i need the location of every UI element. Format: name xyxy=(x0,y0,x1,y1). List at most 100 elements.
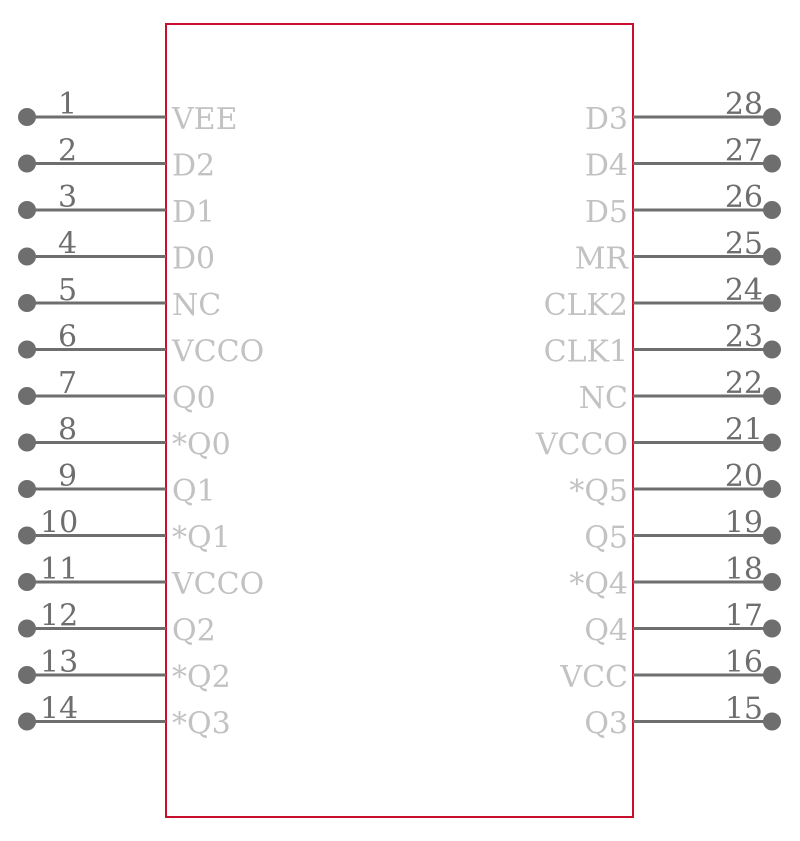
pin-number: 8 xyxy=(58,413,77,448)
pin-number: 11 xyxy=(40,552,78,587)
pin-name: D1 xyxy=(172,195,215,230)
pin-endpoint-dot-icon xyxy=(18,201,36,219)
pin-endpoint-dot-icon xyxy=(763,433,781,452)
pin-name: *Q1 xyxy=(172,521,231,556)
pin-number: 28 xyxy=(725,87,763,122)
pin-21: 21 VCCO xyxy=(535,413,781,463)
pin-number: 21 xyxy=(725,413,763,448)
pin-3: 3 D1 xyxy=(18,180,215,230)
pin-endpoint-dot-icon xyxy=(18,712,36,731)
pin-name: CLK1 xyxy=(544,335,628,370)
pin-1: 1 VEE xyxy=(18,87,237,137)
pin-name: NC xyxy=(172,288,221,323)
pin-endpoint-dot-icon xyxy=(763,154,781,173)
pin-name: D0 xyxy=(172,242,215,277)
pin-number: 1 xyxy=(58,87,77,122)
pin-number: 16 xyxy=(725,645,763,680)
pin-name: *Q2 xyxy=(172,660,231,695)
pin-number: 7 xyxy=(58,366,77,401)
pin-number: 12 xyxy=(40,599,78,634)
pin-number: 20 xyxy=(725,459,763,494)
pin-endpoint-dot-icon xyxy=(18,340,36,359)
pin-name: MR xyxy=(575,242,630,277)
pin-number: 24 xyxy=(725,273,763,308)
pin-name: VCCO xyxy=(171,567,264,602)
pin-endpoint-dot-icon xyxy=(18,480,36,498)
pin-endpoint-dot-icon xyxy=(763,526,781,545)
pin-name: Q0 xyxy=(172,381,216,416)
pin-22: 22 NC xyxy=(579,366,781,416)
right-pin-group: 28D327D426D525MR24CLK223CLK122NC21VCCO20… xyxy=(535,87,781,742)
pin-number: 27 xyxy=(725,134,763,169)
pin-endpoint-dot-icon xyxy=(18,619,36,638)
pin-endpoint-dot-icon xyxy=(763,201,781,219)
pin-8: 8 *Q0 xyxy=(18,413,231,463)
pin-name: VEE xyxy=(171,102,237,137)
pin-endpoint-dot-icon xyxy=(763,619,781,638)
pin-number: 9 xyxy=(58,459,77,494)
pin-name: *Q4 xyxy=(569,567,628,602)
pin-endpoint-dot-icon xyxy=(763,108,781,126)
pin-endpoint-dot-icon xyxy=(18,294,36,312)
pin-24: 24 CLK2 xyxy=(544,273,781,323)
pin-endpoint-dot-icon xyxy=(18,666,36,684)
pin-23: 23 CLK1 xyxy=(544,320,781,370)
pin-endpoint-dot-icon xyxy=(763,712,781,731)
pin-18: 18 *Q4 xyxy=(569,552,781,602)
pin-endpoint-dot-icon xyxy=(763,247,781,266)
pin-name: D4 xyxy=(585,149,628,184)
pin-20: 20*Q5 xyxy=(569,459,781,509)
pin-number: 22 xyxy=(725,366,763,401)
pin-name: VCCO xyxy=(171,335,264,370)
pin-number: 13 xyxy=(40,645,78,680)
pin-number: 10 xyxy=(40,506,78,541)
pin-number: 25 xyxy=(725,227,763,262)
pin-endpoint-dot-icon xyxy=(18,526,36,545)
pin-name: VCCO xyxy=(535,428,628,463)
pin-endpoint-dot-icon xyxy=(763,294,781,312)
pin-number: 26 xyxy=(725,180,763,215)
pin-11: 11 VCCO xyxy=(18,552,264,602)
pin-number: 23 xyxy=(725,320,763,355)
pin-name: Q2 xyxy=(172,614,216,649)
pin-14: 14*Q3 xyxy=(18,692,231,742)
pin-number: 17 xyxy=(725,599,763,634)
pin-name: Q3 xyxy=(584,707,628,742)
pin-name: CLK2 xyxy=(544,288,628,323)
pin-endpoint-dot-icon xyxy=(18,573,36,591)
pin-endpoint-dot-icon xyxy=(18,154,36,173)
pin-name: Q5 xyxy=(584,521,628,556)
pin-endpoint-dot-icon xyxy=(18,108,36,126)
pin-name: *Q0 xyxy=(172,428,231,463)
pin-name: NC xyxy=(579,381,628,416)
pin-number: 18 xyxy=(725,552,763,587)
pin-endpoint-dot-icon xyxy=(763,480,781,498)
pin-7: 7 Q0 xyxy=(18,366,216,416)
pin-12: 12 Q2 xyxy=(18,599,216,649)
pin-endpoint-dot-icon xyxy=(18,247,36,266)
pin-endpoint-dot-icon xyxy=(763,573,781,591)
pin-endpoint-dot-icon xyxy=(18,387,36,405)
pin-endpoint-dot-icon xyxy=(763,340,781,359)
pin-endpoint-dot-icon xyxy=(18,433,36,452)
pin-endpoint-dot-icon xyxy=(763,387,781,405)
pin-name: Q4 xyxy=(584,614,628,649)
pin-name: *Q3 xyxy=(172,707,231,742)
pin-endpoint-dot-icon xyxy=(763,666,781,684)
pin-17: 17 Q4 xyxy=(584,599,781,649)
pin-27: 27 D4 xyxy=(585,134,781,184)
pin-number: 2 xyxy=(58,134,77,169)
pin-number: 3 xyxy=(58,180,77,215)
pin-10: 10 *Q1 xyxy=(18,506,231,556)
